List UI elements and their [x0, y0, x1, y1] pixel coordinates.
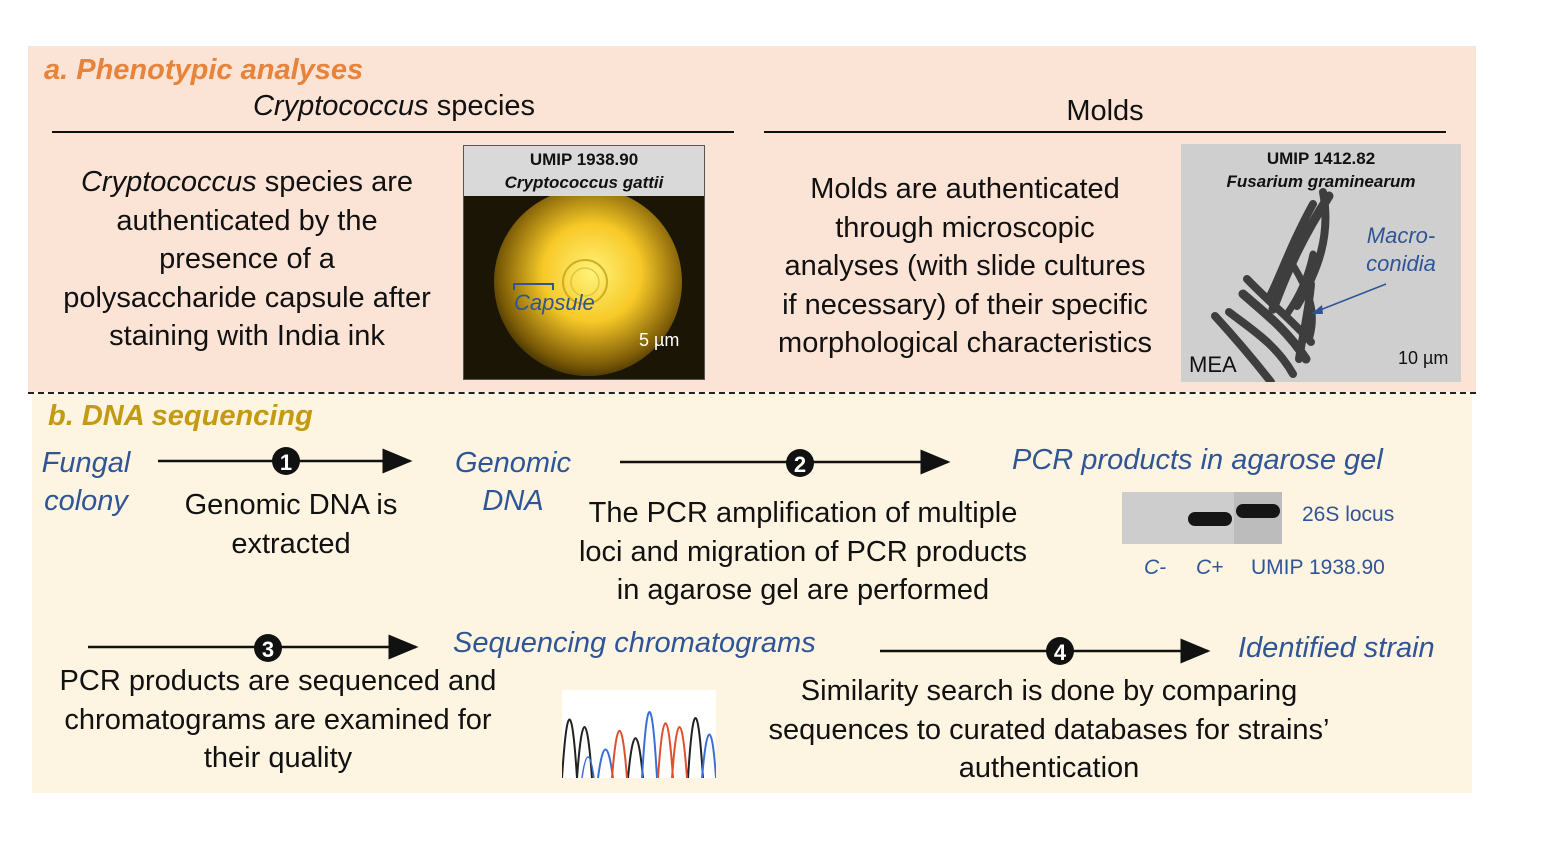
step-3-number: 3: [262, 637, 274, 662]
cryptococcus-species-name: Cryptococcus gattii: [504, 173, 664, 192]
step-4-text: Similarity search is done by comparing s…: [768, 675, 1330, 784]
gel-band-sample: [1236, 504, 1280, 518]
agarose-gel-image: [1122, 492, 1282, 544]
macroconidia-label: Macro- conidia: [1366, 223, 1436, 276]
fusarium-image-caption: UMIP 1412.82 Fusarium graminearum: [1181, 144, 1461, 193]
fusarium-strain-id: UMIP 1412.82: [1266, 149, 1376, 168]
arrow-step-2: 2: [620, 449, 951, 477]
capsule-bracket: [513, 283, 554, 290]
mea-medium-label: MEA: [1189, 352, 1237, 377]
gel-lane-negative: C-: [1144, 556, 1167, 579]
gel-lane-positive: C+: [1196, 556, 1224, 579]
molds-column-title: Molds: [1066, 95, 1144, 127]
fusarium-micrograph: UMIP 1412.82 Fusarium graminearum: [1181, 144, 1461, 382]
india-ink-yeast-image: [464, 196, 704, 379]
pcr-products-node: PCR products in agarose gel: [1012, 444, 1383, 476]
sequencing-chromatograms-node: Sequencing chromatograms: [453, 627, 816, 659]
identified-strain-node: Identified strain: [1238, 632, 1435, 664]
molds-description: Molds are authenticated through microsco…: [778, 173, 1152, 359]
macroconidia-pointer: [1314, 283, 1387, 313]
cryptococcus-description: Cryptococcus species are authenticated b…: [63, 166, 431, 352]
step-2-text: The PCR amplification of multiple loci a…: [578, 497, 1028, 606]
section-a-heading: a. Phenotypic analyses: [44, 54, 364, 86]
arrow-step-3: 3: [88, 634, 419, 662]
fusarium-species-name: Fusarium graminearum: [1226, 172, 1416, 191]
arrow-step-4: 4: [880, 637, 1211, 665]
cryptococcus-title-rule: [52, 131, 734, 133]
step-4-number: 4: [1054, 640, 1067, 665]
cryptococcus-column-title: Cryptococcus species: [252, 90, 536, 122]
macroconidia-image: [1181, 144, 1461, 382]
dna-sequencing-panel: [32, 393, 1472, 793]
cryptococcus-strain-id: UMIP 1938.90: [529, 150, 639, 169]
cryptococcus-image-caption: UMIP 1938.90 Cryptococcus gattii: [464, 146, 704, 196]
step-1-text: Genomic DNA is extracted: [184, 489, 398, 560]
fungal-colony-node: Fungal colony: [41, 447, 131, 517]
capsule-label: Capsule: [514, 290, 595, 315]
gel-lane-sample: UMIP 1938.90: [1251, 556, 1385, 579]
genomic-dna-node: Genomic DNA: [454, 447, 572, 517]
gel-locus-label: 26S locus: [1302, 503, 1395, 526]
step-3-text: PCR products are sequenced and chromatog…: [59, 665, 497, 774]
section-b-heading: b. DNA sequencing: [48, 400, 313, 432]
arrow-step-1: 1: [158, 447, 413, 475]
chromatogram-image: [562, 690, 716, 778]
step-2-number: 2: [794, 452, 806, 477]
fusarium-scale-label: 10 µm: [1398, 348, 1449, 368]
cryptococcus-micrograph: UMIP 1938.90 Cryptococcus gattii: [463, 145, 705, 380]
cryptococcus-scale-label: 5 µm: [639, 330, 680, 350]
gel-band-c-plus: [1188, 512, 1232, 526]
section-divider: [28, 392, 1476, 394]
step-1-number: 1: [280, 450, 292, 475]
molds-title-rule: [764, 131, 1446, 133]
